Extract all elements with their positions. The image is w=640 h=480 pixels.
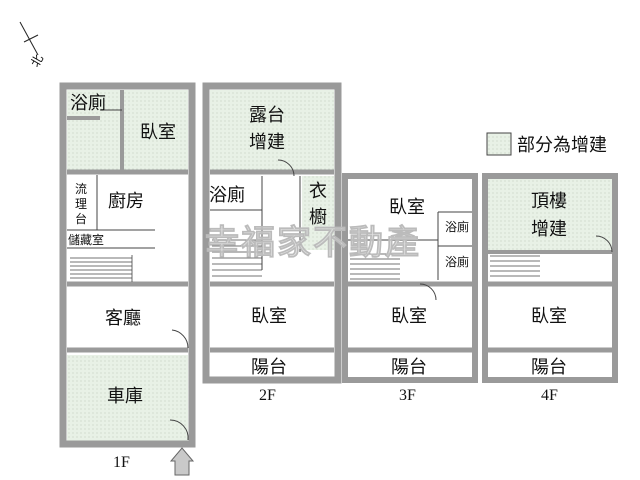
floor-1f: 浴廁 臥室 流 理 台 廚房 儲藏室 客廳 車庫 1F <box>59 82 196 476</box>
roof-area-4f <box>488 179 612 251</box>
stairs-3f <box>350 253 400 280</box>
room-balcony-2f: 陽台 <box>251 357 287 378</box>
stairs-1f <box>70 255 133 282</box>
room-bath-3f-1: 浴廁 <box>445 219 469 234</box>
room-bedroom-4f: 臥室 <box>531 306 567 327</box>
bath-area-1f <box>67 90 121 170</box>
room-storage-1f: 儲藏室 <box>68 232 104 247</box>
room-counter-1: 流 <box>75 182 87 196</box>
legend-swatch <box>486 132 512 156</box>
room-counter-2: 理 <box>75 197 87 211</box>
outer-wall-4f <box>482 173 618 383</box>
room-addition-4f: 增建 <box>531 219 567 240</box>
outer-wall-1f <box>59 82 196 448</box>
stairs-4f <box>490 255 540 277</box>
room-bedroom2-3f: 臥室 <box>391 306 427 327</box>
floor-3f: 臥室 浴廁 浴廁 臥室 陽台 3F <box>342 173 478 404</box>
compass-label: 北 <box>28 52 46 69</box>
bedroom-area-1f <box>124 90 188 170</box>
floor-4f: 頂樓 增建 臥室 陽台 4F <box>482 173 618 404</box>
room-living-1f: 客廳 <box>105 308 141 329</box>
floor-label-4f: 4F <box>541 387 558 404</box>
room-closet-2f-2: 櫥 <box>309 207 327 228</box>
closet-area-2f <box>302 176 334 250</box>
room-bath-1f: 浴廁 <box>70 92 106 114</box>
legend: 部分為增建 <box>486 132 607 156</box>
floor-2f: 露台 增建 浴廁 衣 櫥 臥室 陽台 2F <box>202 82 342 404</box>
room-balcony-3f: 陽台 <box>391 357 427 378</box>
terrace-area-2f <box>210 90 334 170</box>
floor-label-1f: 1F <box>113 454 130 471</box>
garage-area-1f <box>67 355 188 443</box>
room-bedroom-3f: 臥室 <box>389 197 425 218</box>
stairs-2f <box>212 239 262 277</box>
floor-label-3f: 3F <box>399 387 416 404</box>
room-garage-1f: 車庫 <box>107 386 143 407</box>
room-rooftop-4f: 頂樓 <box>531 191 567 212</box>
room-bedroom-2f: 臥室 <box>251 306 287 327</box>
outer-wall-3f <box>342 173 478 383</box>
legend-label: 部分為增建 <box>517 135 607 156</box>
room-bedroom-1f: 臥室 <box>140 122 176 143</box>
room-bath-2f: 浴廁 <box>209 184 245 206</box>
room-closet-2f-1: 衣 <box>309 181 327 202</box>
watermark: 幸福家不動產 <box>205 223 421 263</box>
room-terrace-2f: 露台 <box>249 105 285 126</box>
room-counter-3: 台 <box>75 211 87 226</box>
room-addition-2f: 增建 <box>249 132 285 153</box>
room-balcony-4f: 陽台 <box>531 357 567 378</box>
room-kitchen-1f: 廚房 <box>108 190 144 212</box>
north-arrow-icon: 北 <box>19 21 46 70</box>
outer-wall-2f <box>202 82 342 384</box>
floor-label-2f: 2F <box>259 387 276 404</box>
room-bath-3f-2: 浴廁 <box>445 254 469 269</box>
entrance-arrow-icon <box>169 447 195 476</box>
